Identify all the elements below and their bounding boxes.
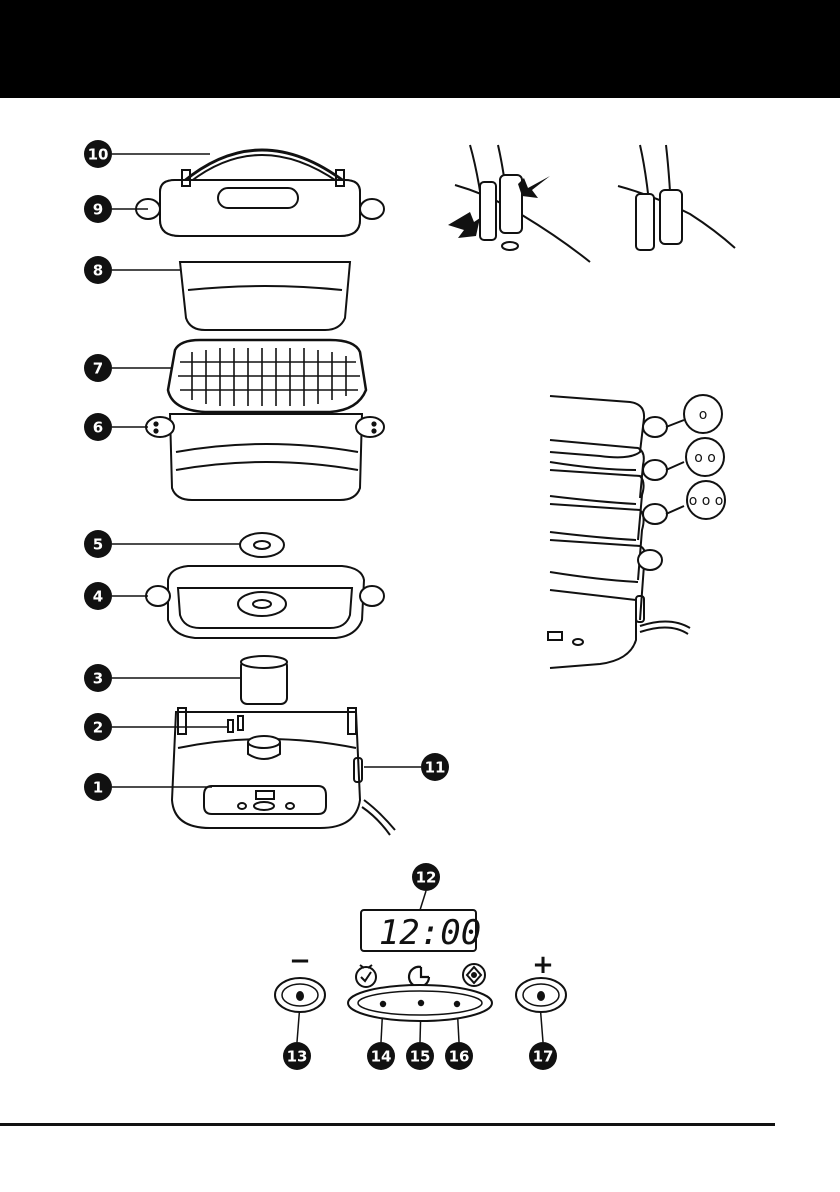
- basket-marker-2-dots: o o: [694, 450, 716, 466]
- part-badge-number: 7: [93, 360, 103, 378]
- part-badge-number: 2: [93, 719, 103, 737]
- stacked-baskets-detail: [548, 396, 690, 668]
- part-badge-9: 9: [84, 195, 112, 223]
- part-badge-number: 15: [410, 1048, 431, 1066]
- part-badge-number: 11: [425, 759, 446, 777]
- function-button-group[interactable]: [348, 985, 492, 1021]
- part-badge-12: 12: [412, 863, 440, 891]
- basket-marker-2: o o: [686, 438, 724, 476]
- part-badge-6: 6: [84, 413, 112, 441]
- part-badge-7: 7: [84, 354, 112, 382]
- part-badge-number: 1: [93, 779, 103, 797]
- clock-button[interactable]: [418, 1000, 424, 1006]
- part-badge-16: 16: [445, 1042, 473, 1070]
- part-badge-2: 2: [84, 713, 112, 741]
- start-stop-button[interactable]: [454, 1001, 460, 1007]
- part-badge-number: 13: [287, 1048, 308, 1066]
- start-stop-icon: [463, 964, 485, 986]
- part-badge-10: 10: [84, 140, 112, 168]
- part-badge-number: 8: [93, 262, 103, 280]
- part-badge-1: 1: [84, 773, 112, 801]
- timer-icon: [356, 965, 376, 987]
- plus-label: +: [532, 950, 554, 980]
- basket-markers: o o o o o o: [684, 395, 725, 519]
- part-badge-number: 14: [371, 1048, 392, 1066]
- part-badge-5: 5: [84, 530, 112, 558]
- part-badge-number: 16: [449, 1048, 470, 1066]
- part-badge-4: 4: [84, 582, 112, 610]
- part-badge-number: 4: [93, 588, 103, 606]
- part-badge-number: 9: [93, 201, 103, 219]
- part-badge-11: 11: [421, 753, 449, 781]
- basket-marker-3: o o o: [687, 481, 725, 519]
- minus-label: −: [289, 946, 311, 976]
- control-panel: 12:00 − +: [275, 910, 566, 1021]
- plus-button[interactable]: [516, 978, 566, 1012]
- basket-marker-1: o: [684, 395, 722, 433]
- lcd-time: 12:00: [379, 913, 481, 953]
- basket-marker-3-dots: o o o: [689, 493, 724, 509]
- steamer-exploded-view: [136, 150, 395, 835]
- handle-clip-detail: [448, 145, 735, 262]
- part-badge-number: 6: [93, 419, 103, 437]
- part-badge-13: 13: [283, 1042, 311, 1070]
- minus-button[interactable]: [275, 978, 325, 1012]
- clock-icon: [409, 967, 429, 987]
- part-badge-number: 3: [93, 670, 103, 688]
- part-badge-14: 14: [367, 1042, 395, 1070]
- part-badge-number: 10: [88, 146, 109, 164]
- part-badge-3: 3: [84, 664, 112, 692]
- basket-marker-1-dots: o: [699, 407, 708, 423]
- timer-button[interactable]: [380, 1001, 386, 1007]
- part-badge-number: 12: [416, 869, 437, 887]
- part-badge-number: 17: [533, 1048, 554, 1066]
- part-badge-15: 15: [406, 1042, 434, 1070]
- footer-rule: [0, 1123, 775, 1126]
- part-badge-number: 5: [93, 536, 103, 554]
- part-badge-17: 17: [529, 1042, 557, 1070]
- part-badge-8: 8: [84, 256, 112, 284]
